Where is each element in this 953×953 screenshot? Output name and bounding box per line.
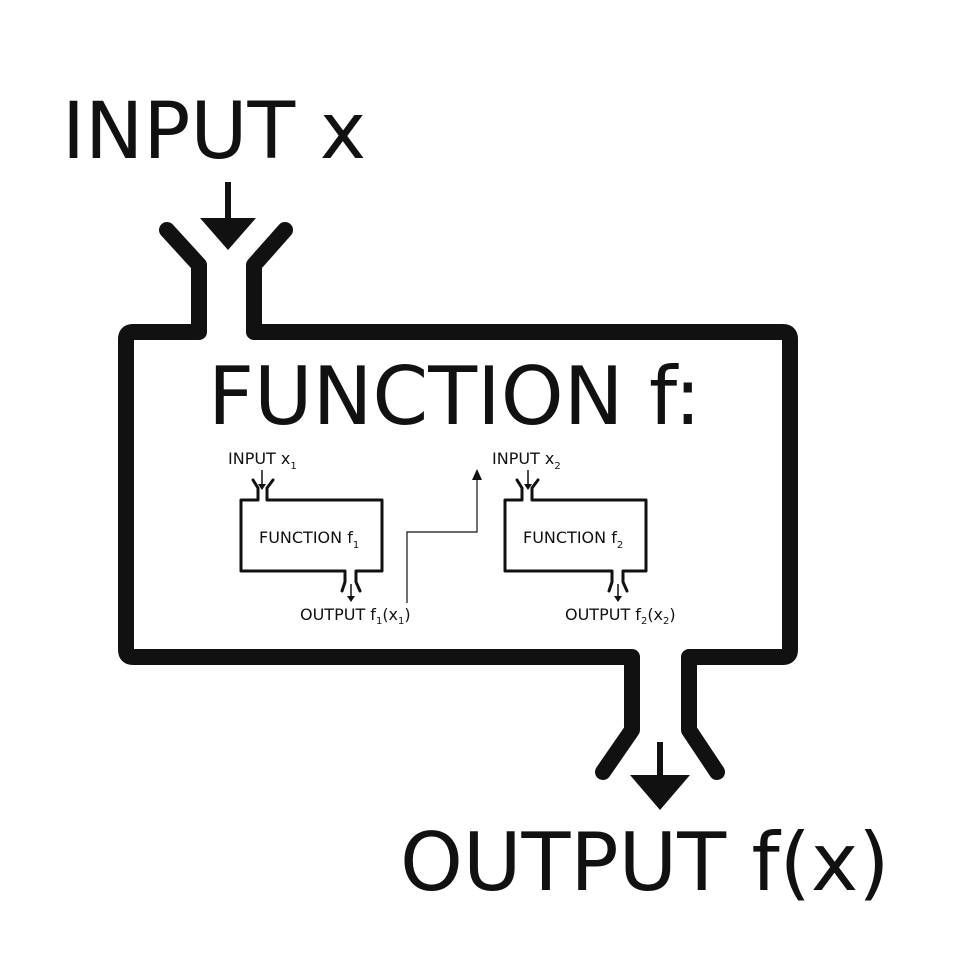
inner1-input-arrow-head: [258, 484, 266, 490]
inner2-function-text: FUNCTION f: [523, 528, 617, 547]
inner2-output-label: OUTPUT f2(x2): [565, 605, 676, 627]
inner2-function-label: FUNCTION f2: [523, 528, 623, 551]
inner1-output-prefix: OUTPUT f: [300, 605, 376, 624]
inner1-output-x-sub: 1: [398, 616, 404, 627]
inner2-input-label: INPUT x2: [492, 449, 561, 472]
inner2-output-paren-close: ): [669, 605, 675, 624]
inner2-output-prefix: OUTPUT f: [565, 605, 641, 624]
inner1-function-label: FUNCTION f1: [259, 528, 359, 551]
inner2-input-arrow-head: [524, 484, 532, 490]
inner2-output-x-sub: 2: [663, 616, 669, 627]
inner1-output-paren-close: ): [404, 605, 410, 624]
inner1-function-box-right: [265, 478, 384, 593]
inner1-output-arrow-head: [347, 596, 355, 602]
inner1-output-f-sub: 1: [376, 616, 382, 627]
inner1-input-label: INPUT x1: [228, 449, 297, 472]
outer-function-box-right: [246, 222, 798, 780]
inner1-function-text: FUNCTION f: [259, 528, 353, 547]
inner1-input-sub: 1: [290, 461, 296, 472]
inner2-input-text: INPUT x: [492, 449, 554, 468]
outer-input-arrow-head: [200, 218, 256, 250]
inner2-function-box: [503, 478, 614, 593]
outer-input-label: INPUT x: [62, 87, 366, 177]
inner1-function-box: [239, 478, 347, 593]
inner2-output-paren-open: (x: [647, 605, 663, 624]
inner2-output-arrow-head: [614, 596, 622, 602]
inner1-output-paren-open: (x: [382, 605, 398, 624]
connector-arrow-head: [472, 469, 482, 480]
inner1-function-sub: 1: [353, 540, 359, 551]
inner2-function-box-right: [530, 478, 648, 593]
inner2-function-sub: 2: [617, 540, 623, 551]
inner1-input-text: INPUT x: [228, 449, 290, 468]
outer-function-label: FUNCTION f:: [208, 350, 701, 443]
inner2-input-sub: 2: [554, 461, 560, 472]
inner2-output-f-sub: 2: [641, 616, 647, 627]
outer-output-label: OUTPUT f(x): [400, 816, 889, 909]
inner1-output-label: OUTPUT f1(x1): [300, 605, 411, 627]
outer-function-box: [118, 222, 640, 780]
outer-output-arrow-head: [630, 775, 690, 810]
connector-line: [406, 480, 478, 603]
